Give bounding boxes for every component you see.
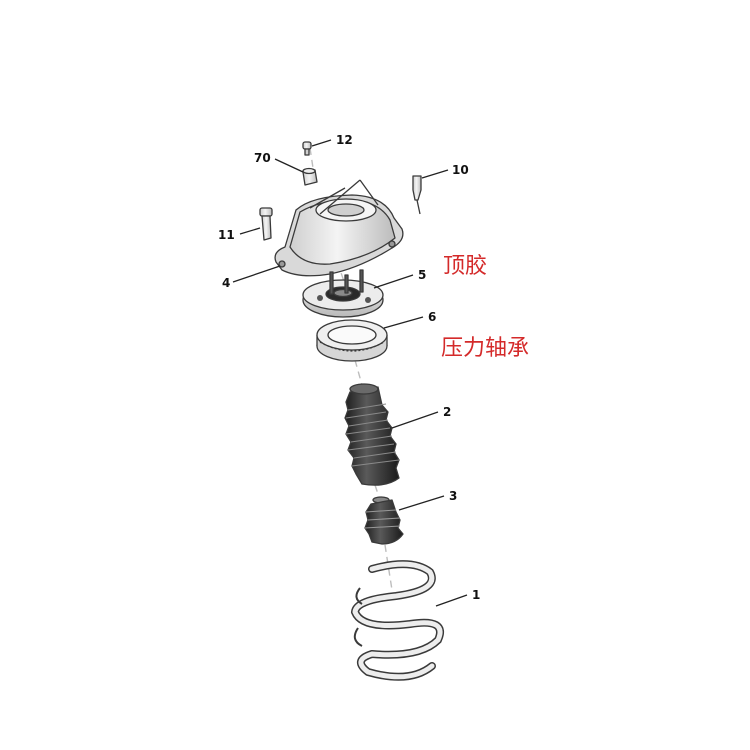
leader-5 xyxy=(373,274,414,289)
callout-labels: 12 70 10 11 4 5 6 2 3 1 xyxy=(218,133,480,602)
bearing-part-6 xyxy=(316,319,388,362)
callout-10: 10 xyxy=(452,163,469,177)
leader-3 xyxy=(398,495,445,511)
annotation-pressure-bearing: 压力轴承 xyxy=(441,336,529,361)
annotations: 顶胶 压力轴承 xyxy=(441,254,529,361)
callout-6: 6 xyxy=(428,310,436,324)
leader-lines xyxy=(232,139,468,607)
callout-1: 1 xyxy=(472,588,480,602)
leader-6 xyxy=(383,316,424,329)
callout-5: 5 xyxy=(418,268,426,282)
leader-11 xyxy=(239,227,261,235)
callout-2: 2 xyxy=(443,405,451,419)
leader-12 xyxy=(311,139,332,147)
stud-part-10 xyxy=(412,175,422,215)
bolt-part-11 xyxy=(259,207,273,241)
leader-70 xyxy=(274,158,304,173)
nut-part-70 xyxy=(302,167,318,186)
callout-70: 70 xyxy=(254,151,271,165)
callout-3: 3 xyxy=(449,489,457,503)
top-mount-housing xyxy=(274,179,404,277)
callout-12: 12 xyxy=(336,133,353,147)
leader-4 xyxy=(232,265,281,283)
leader-2 xyxy=(391,411,439,429)
leader-10 xyxy=(421,169,449,179)
callout-11: 11 xyxy=(218,228,235,242)
dust-boot-part-2 xyxy=(344,383,400,486)
callout-4: 4 xyxy=(222,276,230,290)
screw-part-12 xyxy=(302,141,312,156)
annotation-top-mount: 顶胶 xyxy=(443,254,487,279)
bump-stop-part-3 xyxy=(364,496,404,545)
top-mount-rubber-part-5 xyxy=(302,269,384,318)
leader-1 xyxy=(435,594,468,607)
coil-spring-part-1 xyxy=(350,560,444,681)
